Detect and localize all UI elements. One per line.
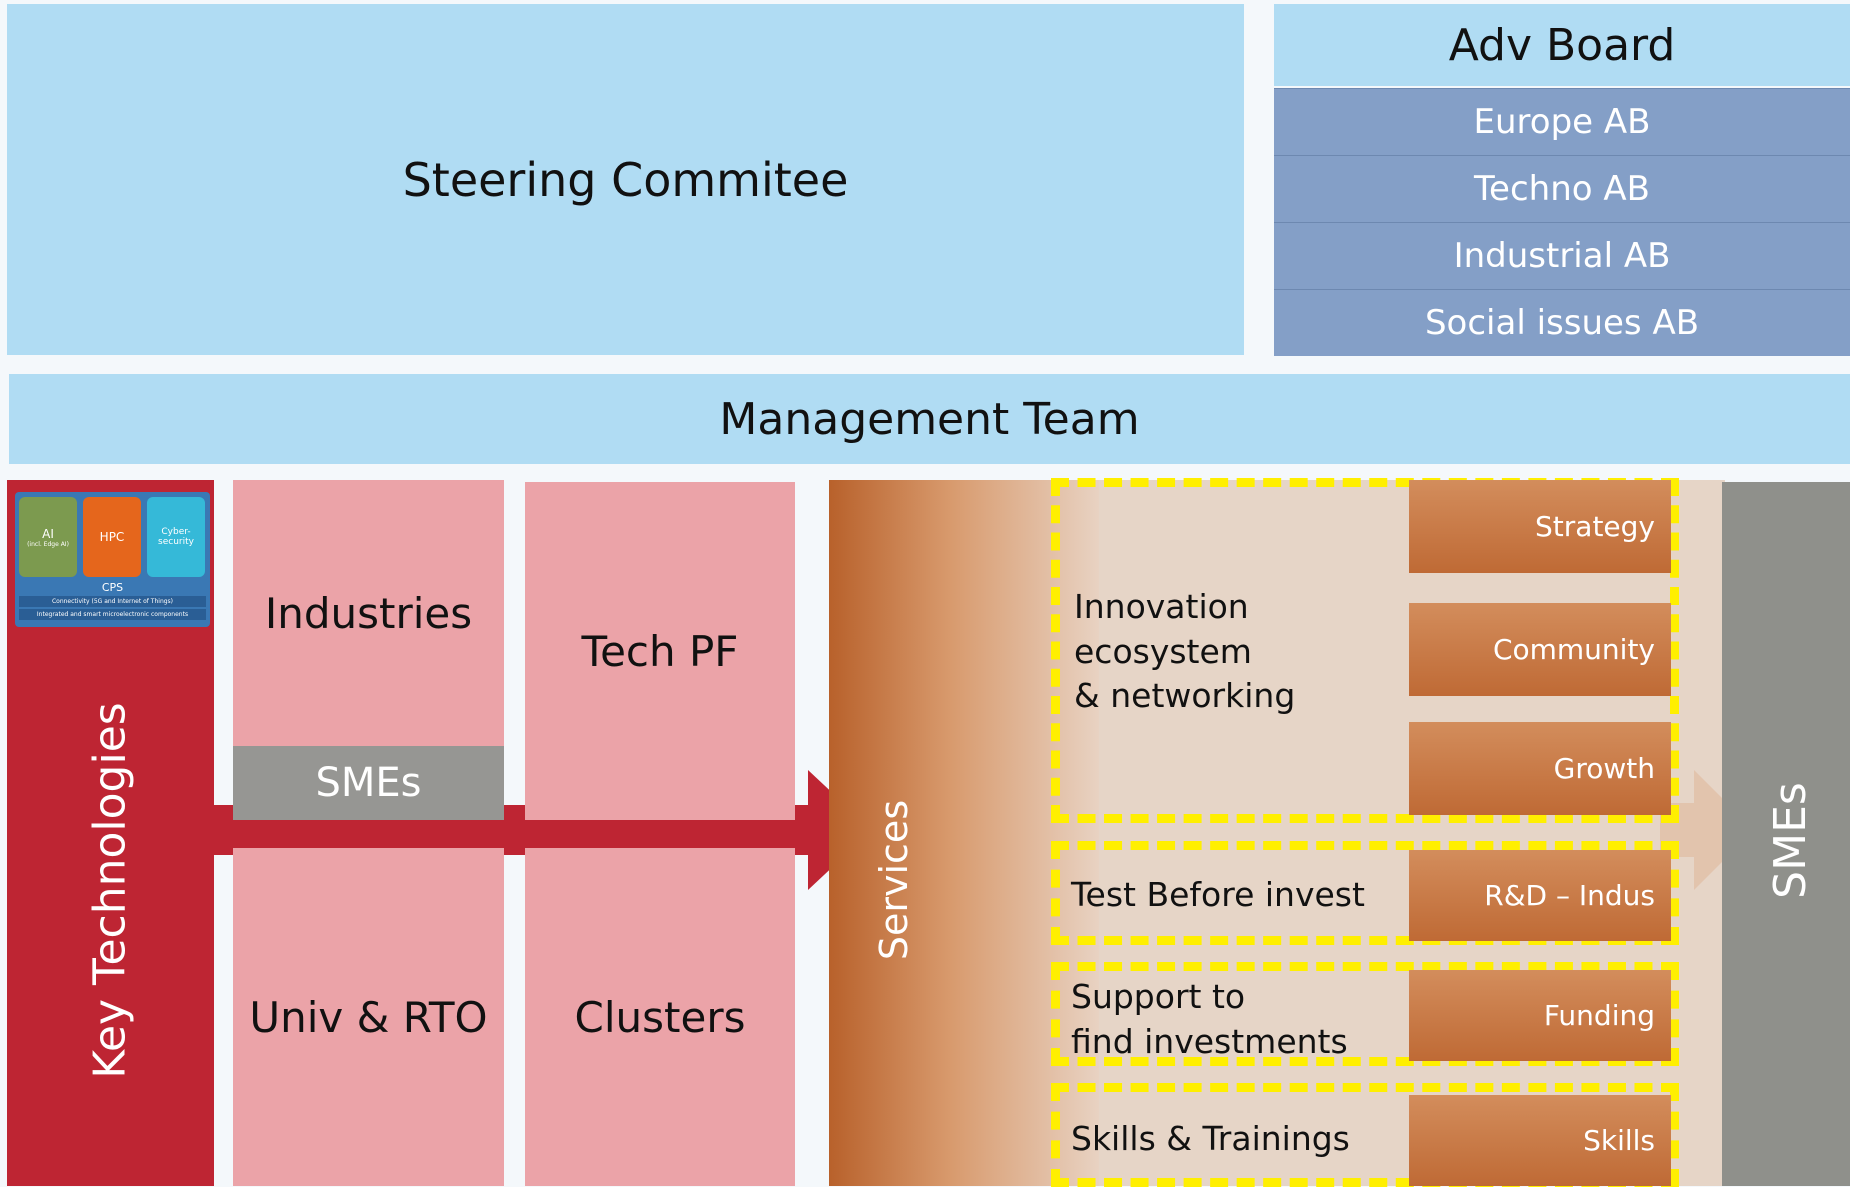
right-arrow-icon [1660, 770, 1754, 890]
steering-committee-label: Steering Commitee [402, 152, 849, 207]
adv-board-item: Industrial AB [1274, 222, 1850, 289]
flow-arrow-shape [200, 770, 872, 890]
services-label-wrap: Services [829, 720, 959, 1040]
univ-rto-box: Univ & RTO [233, 848, 504, 1186]
funding-tag: Funding [1409, 970, 1671, 1061]
smes-label: SMEs [315, 760, 422, 806]
cps-band: CPS [101, 580, 124, 594]
key-technologies-column: AI (incl. Edge AI) HPC Cyber- security C… [7, 480, 214, 1186]
test-before-invest-band [1051, 841, 1679, 945]
univ-rto-label: Univ & RTO [249, 992, 488, 1042]
steering-committee-box: Steering Commitee [7, 4, 1244, 355]
hpc-tile: HPC [83, 497, 141, 577]
key-technologies-graphic: AI (incl. Edge AI) HPC Cyber- security C… [15, 492, 210, 627]
support-investments-band [1051, 962, 1679, 1066]
clusters-label: Clusters [574, 992, 746, 1042]
clusters-box: Clusters [525, 848, 795, 1186]
innovation-ecosystem-label: Innovation ecosystem & networking [1074, 587, 1296, 716]
adv-board-item: Europe AB [1274, 88, 1850, 155]
innovation-ecosystem-band [1051, 478, 1679, 823]
skills-trainings-band [1051, 1083, 1679, 1187]
management-team-box: Management Team [9, 374, 1850, 464]
ai-sublabel: (incl. Edge AI) [27, 540, 69, 548]
strategy-tag: Strategy [1409, 480, 1671, 573]
tech-pf-label: Tech PF [581, 626, 739, 676]
adv-board-item: Social issues AB [1274, 289, 1850, 356]
industries-box: Industries [233, 480, 504, 746]
adv-board-item: Techno AB [1274, 155, 1850, 222]
key-technologies-label-wrap: Key Technologies [20, 620, 200, 1160]
tech-pf-box: Tech PF [525, 482, 795, 820]
management-team-label: Management Team [719, 393, 1140, 445]
test-before-invest-label: Test Before invest [1071, 875, 1365, 914]
key-technologies-label: Key Technologies [84, 701, 136, 1079]
right-arrow-shape [1660, 770, 1754, 890]
services-label: Services [872, 799, 916, 961]
services-background [1049, 480, 1725, 1186]
growth-tag: Growth [1409, 722, 1671, 815]
community-tag: Community [1409, 603, 1671, 696]
hpc-label: HPC [99, 530, 125, 544]
support-investments-label: Support to find investments [1071, 977, 1348, 1061]
connectivity-band: Connectivity (5G and Internet of Things) [19, 596, 206, 607]
beneficiary-smes-column [1722, 482, 1850, 1186]
industries-label: Industries [264, 588, 473, 638]
skills-tag: Skills [1409, 1095, 1671, 1186]
ai-label: AI [42, 526, 54, 541]
adv-board-title: Adv Board [1274, 4, 1850, 86]
rd-indus-tag: R&D – Indus [1409, 850, 1671, 941]
cybersecurity-tile: Cyber- security [147, 497, 205, 577]
smes-box: SMEs [233, 746, 504, 820]
components-band: Integrated and smart microelectronic com… [19, 609, 206, 620]
advisory-board: Adv Board Europe AB Techno AB Industrial… [1274, 4, 1850, 356]
skills-trainings-label: Skills & Trainings [1071, 1119, 1350, 1158]
flow-arrow-icon [200, 770, 872, 890]
ai-tile: AI (incl. Edge AI) [19, 497, 77, 577]
beneficiary-smes-label: SMEs [1764, 781, 1816, 899]
beneficiary-smes-label-wrap: SMEs [1735, 720, 1845, 960]
